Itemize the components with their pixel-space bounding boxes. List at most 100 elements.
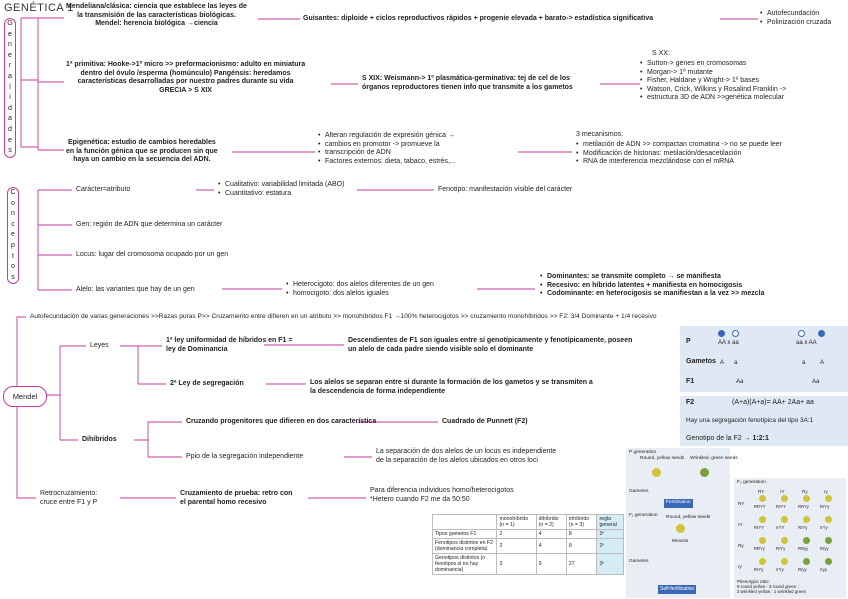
list-item: Codominante: en heterocigosis se manifie… — [540, 290, 764, 299]
guisantes-list: Autofecundación Polinización cruzada — [760, 10, 831, 27]
punnett-cell: RRYY — [754, 504, 766, 509]
list-item: cambios en promotor -> promueve la — [318, 141, 456, 150]
dihibridos-label: Dihíbridos — [82, 436, 117, 443]
table-row: monohíbrido (n = 1) dihíbrido (n = 2) tr… — [431, 514, 624, 530]
ley1-desc: Descendientes de F1 son iguales entre sí… — [348, 337, 633, 353]
punnett-cell: RRyy — [798, 546, 809, 551]
section-label-mendel: Mendel — [3, 386, 47, 407]
list-item: Fisher, Haldane y Wright-> 1º bases — [640, 77, 786, 86]
panel-p-label: P — [686, 338, 691, 345]
punnett-cell: RrYY — [776, 504, 787, 509]
list-item: Cualitativo: variabilidad limitada (ABO) — [218, 181, 344, 190]
label-letter: o — [11, 199, 15, 207]
ley1-block: 1ª ley uniformidad de híbridos en F1 = l… — [166, 337, 293, 353]
pea-cross-panel: P generation Round, yellow seeds Wrinkle… — [626, 448, 738, 598]
dominancia-list: Dominantes: se transmite completo → se m… — [540, 273, 764, 299]
label-letter: G — [7, 20, 13, 27]
pea-seed-icon — [652, 468, 661, 477]
list-item: Dominantes: se transmite completo → se m… — [540, 273, 764, 282]
list-item: Factores externos: dieta, tabaco, estrés… — [318, 158, 456, 167]
label-letter: n — [11, 210, 15, 218]
punnett-header: RY — [758, 489, 765, 494]
pea-seed-icon — [759, 495, 766, 502]
caracter-text: Carácter=atributo — [76, 186, 131, 193]
label-letter: a — [8, 115, 12, 123]
list-item: Watson, Crick, Wilkins y Rosalind Frankl… — [640, 86, 786, 95]
gen-text: Gen: región de ADN que determina un cará… — [76, 221, 223, 228]
sxix-block: S XIX: Weismann-> 1º plasmática-germinat… — [362, 75, 573, 91]
list-item: estructura 3D de ADN >>genética molecula… — [640, 94, 786, 103]
panel-gametos-label: Gametos — [686, 358, 716, 365]
alelo-text: Alelo: las variantes que hay de un gen — [76, 286, 195, 293]
alelo-list: Heterocigoto: dos alelos diferentes de u… — [286, 281, 434, 298]
allele-dot — [798, 330, 805, 337]
prueba-block: Cruzamiento de prueba: retro con el pare… — [180, 490, 293, 506]
table-row: Genotipos distintos (o fenotipos si no h… — [431, 553, 624, 575]
pea-seed-icon — [781, 558, 788, 565]
punnett-header: rY — [780, 489, 785, 494]
label-letter: s — [8, 147, 12, 155]
list-item: homocigoto: dos alelos iguales — [286, 290, 434, 299]
cross-2: aa x AA — [796, 340, 817, 346]
pea-seed-icon — [825, 558, 832, 565]
punnett-cell: RrYY — [754, 525, 765, 530]
list-item: Recesivo: en híbrido latentes + manifies… — [540, 282, 764, 291]
pea-seed-icon — [676, 524, 685, 533]
list-item: Polinización cruzada — [760, 19, 831, 28]
fenotipo-text: Fenotipo: manifestación visible del cará… — [438, 186, 573, 193]
punnett-cell: RrYy — [820, 504, 830, 509]
punnett-row-header: ry — [738, 564, 742, 569]
leyes-label: Leyes — [90, 342, 109, 349]
pea-seed-icon — [781, 516, 788, 523]
cross-1: AA x aa — [718, 340, 739, 346]
punnett-text: Cuadrado de Punnett (F2) — [442, 418, 528, 425]
pea-seed-icon — [825, 495, 832, 502]
table-row: Tipos gametos F1 2 4 8 2ⁿ — [431, 529, 624, 539]
list-item: metilación de ADN >> compactan cromatina… — [576, 141, 782, 150]
pea-seed-icon — [759, 558, 766, 565]
f2-genotype: Genotipo de la F2 → 1:2:1 — [686, 435, 769, 442]
punnett-row-header: RY — [738, 501, 745, 506]
pea-seed-icon — [803, 495, 810, 502]
label-letter: C — [10, 189, 16, 196]
punnett-cell: rryy — [820, 567, 827, 572]
allele-dot — [732, 330, 739, 337]
retro-block: Retrocruzamiento: cruce entre F1 y P — [40, 490, 98, 506]
label-letter: c — [11, 220, 15, 228]
list-item: Sutton-> genes en cromosomas — [640, 60, 786, 69]
pea-seed-icon — [803, 516, 810, 523]
punnett-cell: RRYy — [798, 504, 809, 509]
label-letter: e — [8, 51, 12, 59]
label-letter: e — [11, 231, 15, 239]
ley2-desc: Los alelos se separan entre sí durante l… — [310, 379, 593, 395]
mecanismos-list: metilación de ADN >> compactan cromatina… — [576, 141, 782, 167]
label-letter: d — [8, 104, 12, 112]
ppio-desc: La separación de dos alelos de un locus … — [376, 448, 557, 464]
page-title: GENÉTICA 1 — [4, 2, 74, 14]
epigenetica-block: Epigenética: estudio de cambios heredabl… — [66, 139, 218, 163]
list-item: Autofecundación — [760, 10, 831, 19]
pea-seed-icon — [803, 537, 810, 544]
allele-dot — [718, 330, 725, 337]
ley2-label: 2ª Ley de segregación — [170, 380, 244, 387]
cross-panel: P AA x aa aa x AA Gametos A a a A F1 Aa … — [680, 326, 848, 392]
label-letter: e — [8, 30, 12, 38]
label-letter: t — [12, 252, 14, 260]
label-letter: s — [11, 273, 15, 281]
sxx-list: Sutton-> genes en cromosomas Morgan-> 1º… — [640, 60, 786, 103]
punnett-cell: Rryy — [820, 546, 829, 551]
diferencia-block: Para diferencia individuos homo/heteroci… — [370, 487, 514, 503]
label-letter: p — [11, 241, 15, 249]
guisantes-text: Guisantes: diploide + ciclos reproductiv… — [303, 15, 654, 22]
pea-seed-icon — [759, 537, 766, 544]
mendeliana-block: Mendeliana/clásica: ciencia que establec… — [66, 3, 247, 27]
label-letter: i — [9, 94, 11, 102]
locus-text: Locus: lugar del cromosoma ocupado por u… — [76, 251, 229, 258]
autofecundacion-text: Autofecundación de varias generaciones >… — [30, 313, 657, 320]
pea-seed-icon — [759, 516, 766, 523]
f2-segregation: Hay una segregación fenotípica del tipo … — [686, 417, 814, 424]
